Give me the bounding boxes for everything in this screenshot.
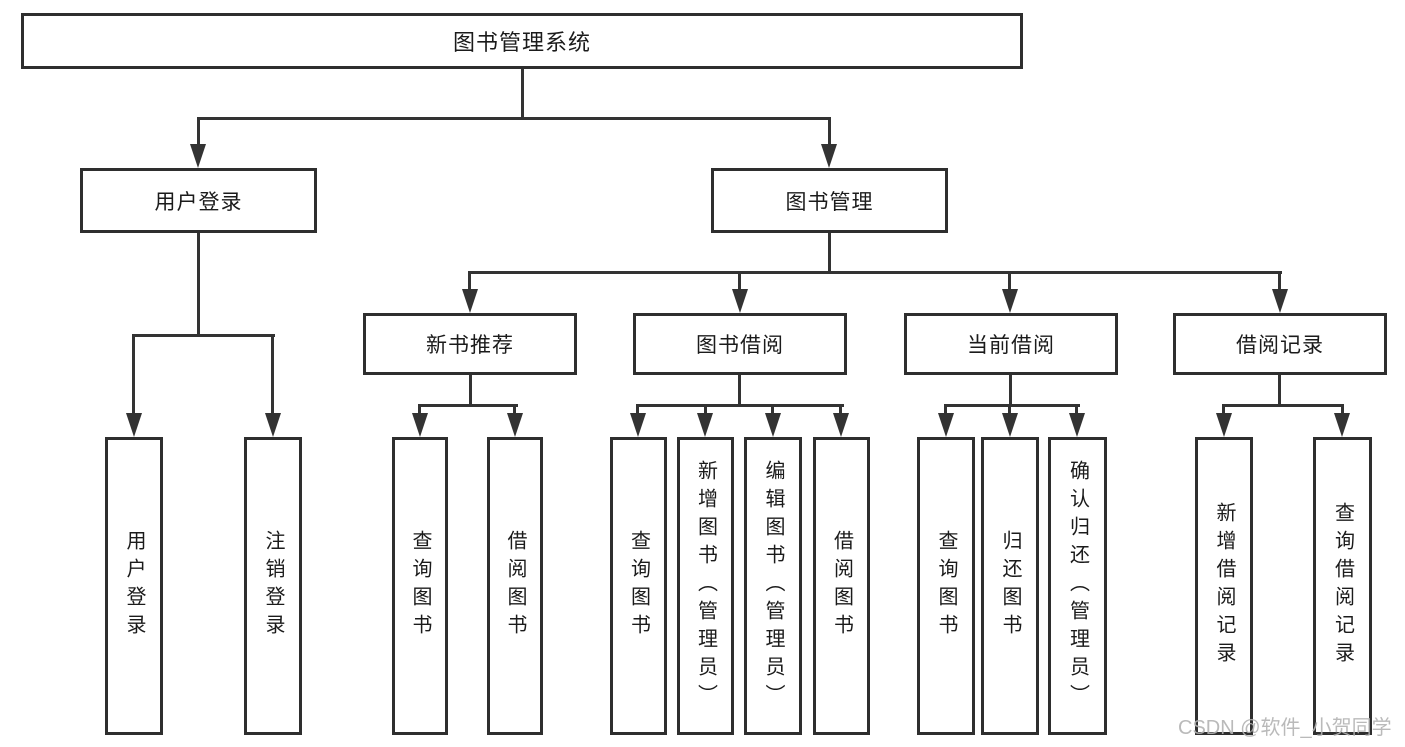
connector-line [197, 233, 200, 336]
csdn-watermark: CSDN @软件_小贺同学 [1178, 717, 1392, 739]
connector-line [839, 404, 842, 414]
node-book-borrowing: 图书借阅 [633, 313, 847, 375]
node-label: 图书借阅 [696, 334, 784, 357]
connector-line [738, 375, 741, 406]
connector-bus-line [636, 404, 844, 407]
node-label: 用户登录 [154, 190, 243, 214]
node-bb-edit-books-admin: 编辑图书（管理员） [744, 437, 802, 735]
connector-line [1008, 404, 1011, 414]
connector-line [1278, 375, 1281, 406]
node-label: 查询借阅记录 [1331, 502, 1354, 670]
node-user-login: 用户登录 [80, 168, 317, 233]
arrow-down-icon [190, 144, 206, 168]
node-label: 借阅图书 [830, 530, 853, 642]
connector-line [1222, 404, 1225, 414]
node-label: 图书管理 [785, 190, 874, 214]
arrow-down-icon [938, 413, 954, 437]
arrow-down-icon [1002, 289, 1018, 313]
connector-line [704, 404, 707, 414]
arrow-down-icon [462, 289, 478, 313]
node-label: 查询图书 [409, 530, 431, 642]
node-label: 新书推荐 [426, 334, 514, 357]
node-label: 新增借阅记录 [1213, 502, 1235, 670]
connector-bus-line [944, 404, 1080, 407]
connector-line [1009, 375, 1012, 406]
node-label: 图书管理系统 [452, 30, 591, 55]
node-logout-login: 注销登录 [244, 437, 302, 735]
connector-line [197, 117, 200, 146]
connector-line [271, 334, 274, 414]
arrow-down-icon [1069, 413, 1085, 437]
node-bb-query-books: 查询图书 [610, 437, 667, 735]
arrow-down-icon [1272, 289, 1288, 313]
node-label: 用户登录 [123, 530, 145, 642]
node-current-borrowing: 当前借阅 [904, 313, 1118, 375]
node-library-management-system: 图书管理系统 [21, 13, 1023, 69]
node-label: 查询图书 [935, 530, 957, 642]
node-bb-add-books-admin: 新增图书（管理员） [677, 437, 734, 735]
arrow-down-icon [412, 413, 428, 437]
node-cb-confirm-return-admin: 确认归还（管理员） [1048, 437, 1107, 735]
node-label: 注销登录 [262, 530, 284, 642]
node-label: 当前借阅 [967, 334, 1055, 357]
node-label: 新增图书（管理员） [694, 460, 717, 712]
connector-line [418, 404, 421, 414]
node-label: 借阅图书 [504, 530, 526, 642]
connector-bus-line [197, 117, 831, 120]
connector-line [828, 117, 831, 146]
connector-line [636, 404, 639, 414]
connector-bus-line [418, 404, 518, 407]
connector-line [513, 404, 516, 414]
arrow-down-icon [732, 289, 748, 313]
node-new-book-recommendation: 新书推荐 [363, 313, 577, 375]
arrow-down-icon [765, 413, 781, 437]
arrow-down-icon [630, 413, 646, 437]
node-cb-query-books: 查询图书 [917, 437, 975, 735]
node-nb-query-books: 查询图书 [392, 437, 448, 735]
connector-line [469, 375, 472, 406]
arrow-down-icon [126, 413, 142, 437]
node-br-query-borrow-record: 查询借阅记录 [1313, 437, 1372, 735]
node-borrowing-records: 借阅记录 [1173, 313, 1387, 375]
connector-line [828, 233, 831, 274]
node-cb-return-books: 归还图书 [981, 437, 1039, 735]
node-br-add-borrow-record: 新增借阅记录 [1195, 437, 1253, 735]
node-user-login-leaf: 用户登录 [105, 437, 163, 735]
connector-bus-line [132, 334, 275, 337]
connector-line [771, 404, 774, 414]
connector-line [1278, 271, 1281, 292]
node-label: 确认归还（管理员） [1066, 460, 1089, 712]
connector-line [521, 69, 524, 118]
connector-line [1341, 404, 1344, 414]
arrow-down-icon [697, 413, 713, 437]
arrow-down-icon [1002, 413, 1018, 437]
connector-line [1075, 404, 1078, 414]
arrow-down-icon [821, 144, 837, 168]
node-label: 归还图书 [999, 530, 1021, 642]
node-bb-borrow-books: 借阅图书 [813, 437, 870, 735]
connector-line [468, 271, 471, 292]
node-label: 编辑图书（管理员） [762, 460, 784, 712]
arrow-down-icon [833, 413, 849, 437]
arrow-down-icon [1334, 413, 1350, 437]
arrow-down-icon [1216, 413, 1232, 437]
node-label: 查询图书 [627, 530, 650, 642]
connector-bus-line [468, 271, 1282, 274]
node-nb-borrow-books: 借阅图书 [487, 437, 543, 735]
arrow-down-icon [507, 413, 523, 437]
node-book-management: 图书管理 [711, 168, 948, 233]
connector-bus-line [1222, 404, 1344, 407]
connector-line [1008, 271, 1011, 292]
connector-line [738, 271, 741, 292]
connector-line [944, 404, 947, 414]
connector-line [132, 334, 135, 414]
arrow-down-icon [265, 413, 281, 437]
node-label: 借阅记录 [1236, 334, 1324, 357]
